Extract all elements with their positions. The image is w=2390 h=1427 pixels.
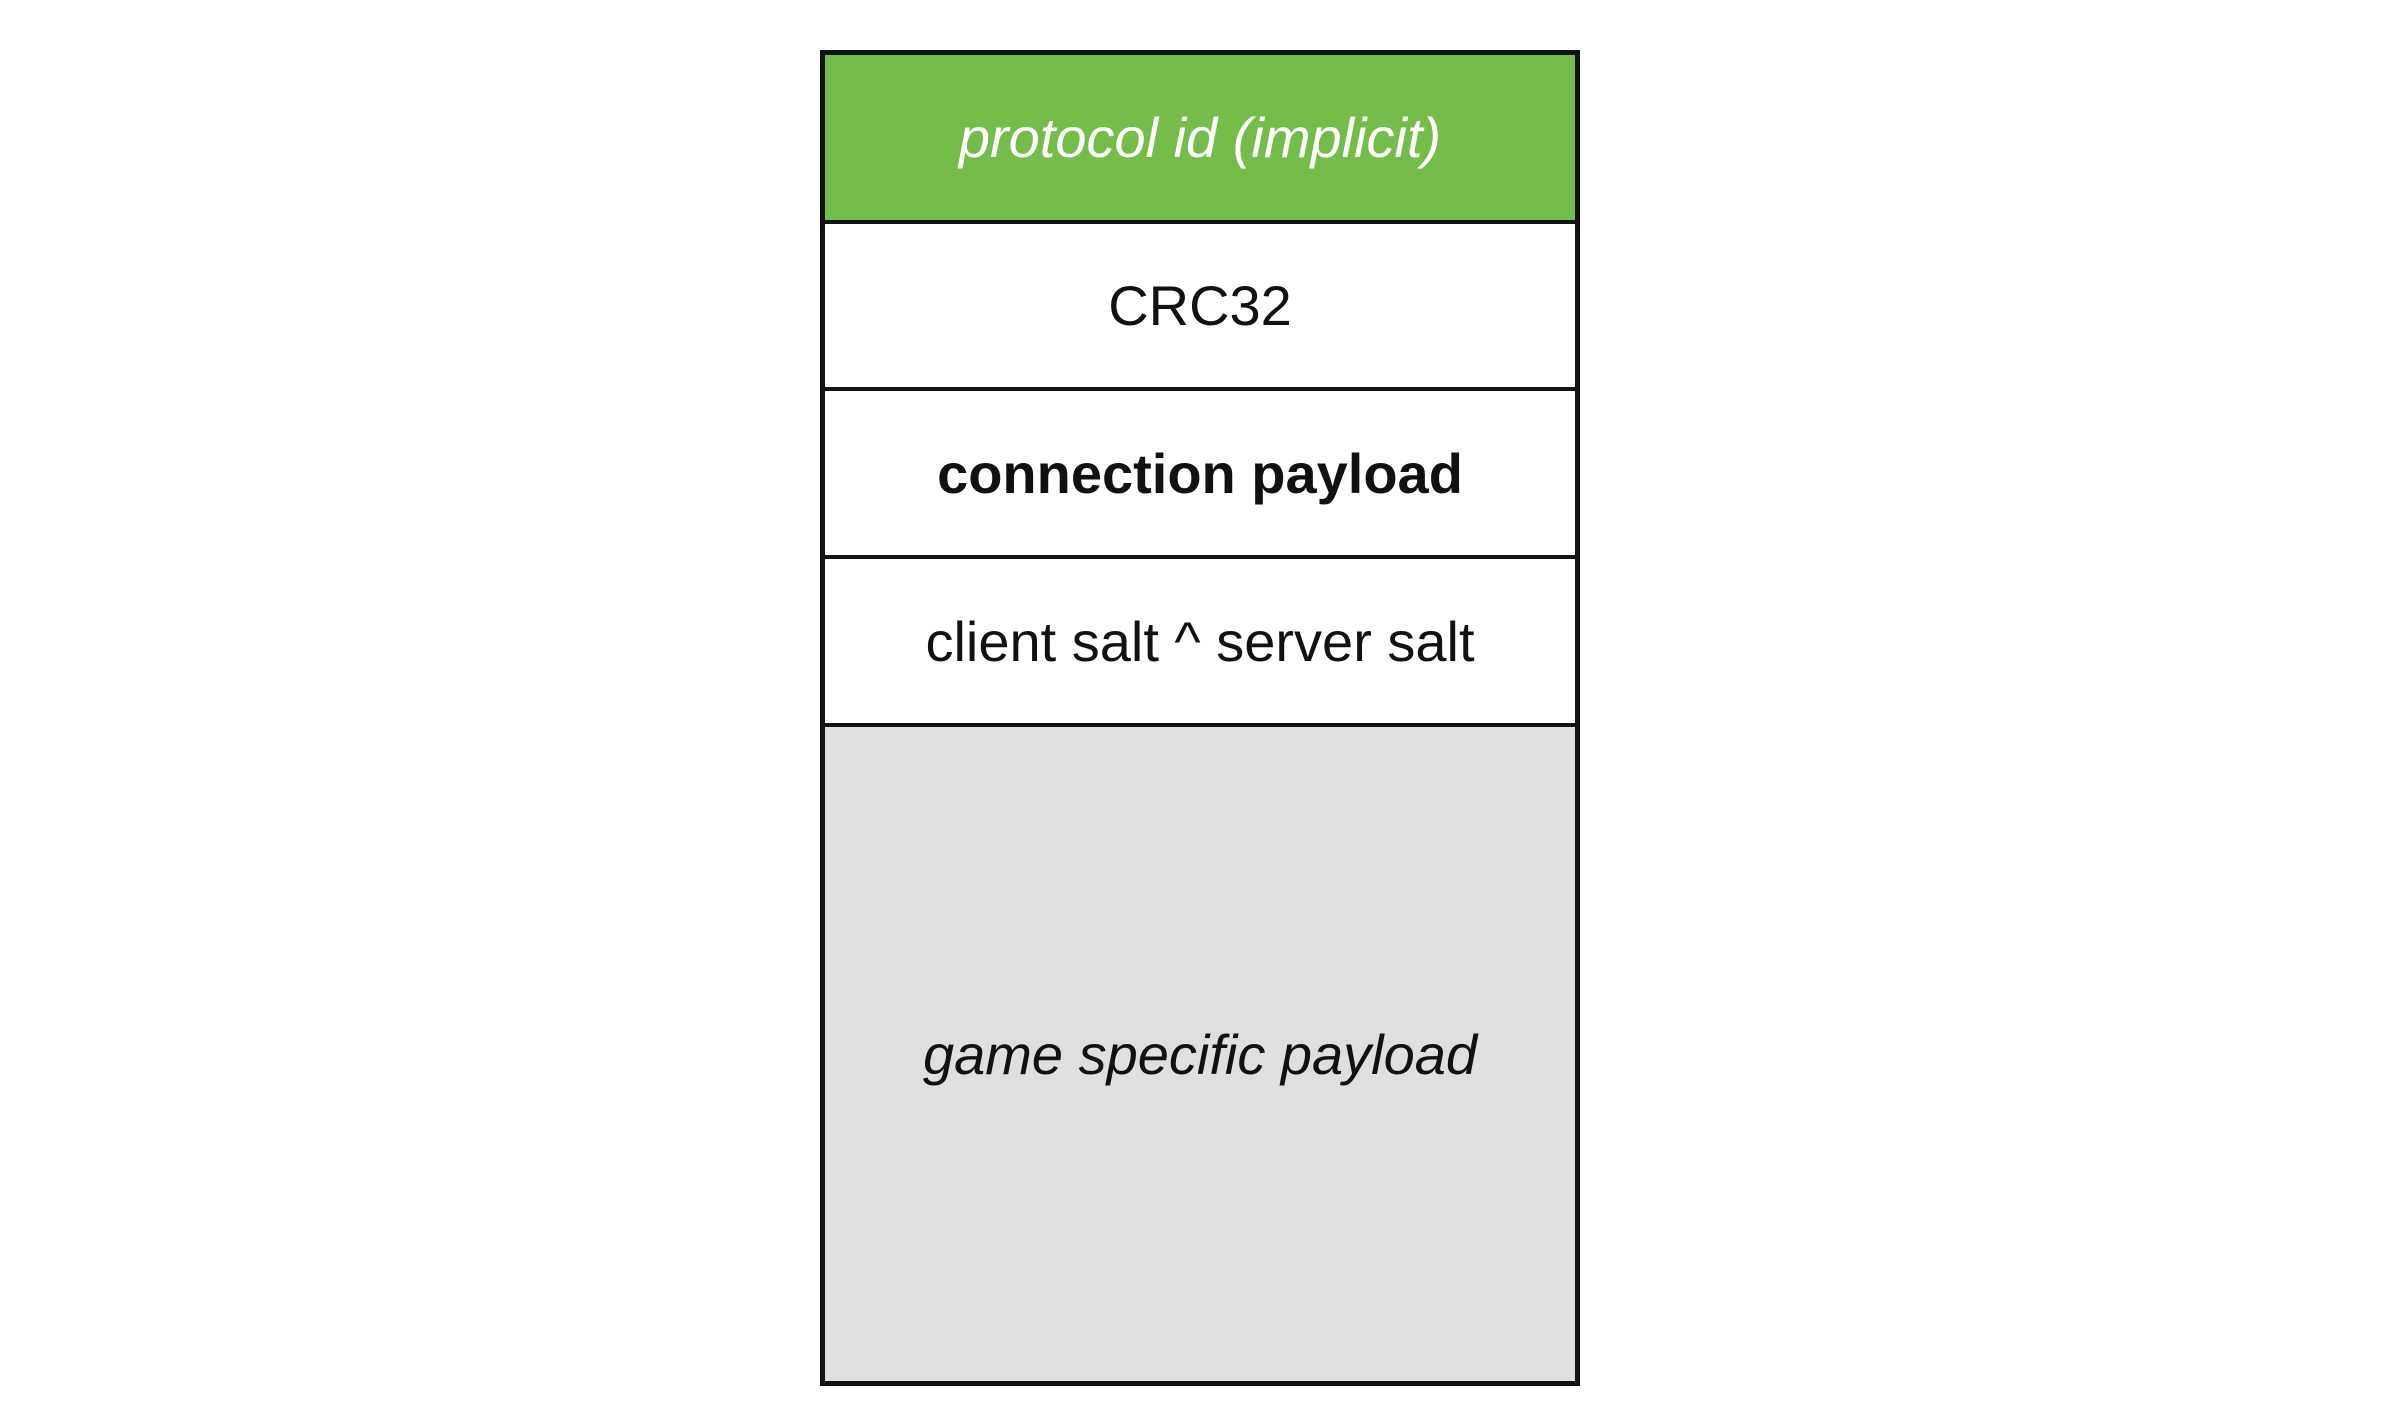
row-protocol-id: protocol id (implicit) [825,55,1575,224]
row-game-specific-payload-label: game specific payload [922,1022,1478,1086]
row-crc32-label: CRC32 [1108,274,1292,337]
row-connection-payload-label: connection payload [937,441,1463,505]
row-protocol-id-label: protocol id (implicit) [958,106,1442,169]
packet-structure: protocol id (implicit) CRC32 connection … [820,50,1580,1386]
row-crc32: CRC32 [825,224,1575,391]
row-game-specific-payload: game specific payload [825,727,1575,1381]
row-connection-payload: connection payload [825,391,1575,559]
row-salt-label: client salt ^ server salt [925,609,1475,673]
row-salt: client salt ^ server salt [825,559,1575,727]
